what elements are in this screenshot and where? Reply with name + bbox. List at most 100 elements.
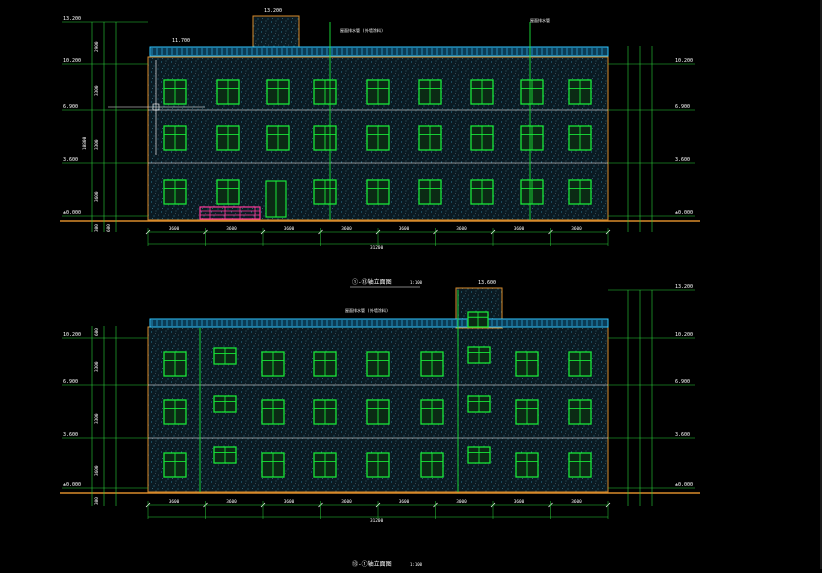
- bottom-left-elev-4: ±0.000: [63, 482, 81, 488]
- window: [418, 79, 442, 105]
- bottom-right-elev-4: 3.600: [675, 432, 690, 438]
- window: [568, 452, 592, 478]
- window: [216, 125, 240, 151]
- bottom-right-elev-1: 13.200: [675, 284, 693, 290]
- dim-value: 3000: [456, 499, 467, 505]
- window: [216, 179, 240, 205]
- top-dim-600: 600: [106, 224, 112, 232]
- window: [313, 351, 337, 377]
- dim-value: 3600: [571, 499, 582, 505]
- top-windows: [163, 79, 592, 205]
- dim-value: 3600: [571, 226, 582, 232]
- window: [568, 179, 592, 205]
- window: [568, 351, 592, 377]
- top-dim-300: 300: [94, 224, 100, 232]
- top-right-elev-3: 3.600: [675, 157, 690, 163]
- window: [470, 79, 494, 105]
- top-dim-3600: 3600: [94, 191, 100, 202]
- window: [420, 452, 444, 478]
- bottom-right-elev-3: 6.900: [675, 379, 690, 385]
- top-dim-3300b: 3300: [94, 139, 100, 150]
- stair-window: [467, 311, 489, 328]
- window: [216, 79, 240, 105]
- bottom-stair-level-label: 13.600: [478, 280, 496, 286]
- top-ramp-railing: [199, 206, 261, 220]
- window: [515, 452, 539, 478]
- window: [313, 179, 337, 205]
- top-left-elev-4: 3.600: [63, 157, 78, 163]
- bottom-view-scale: 1:100: [410, 562, 423, 567]
- window: [366, 452, 390, 478]
- stair-window: [213, 446, 237, 464]
- top-dim-10800: 10800: [82, 136, 88, 150]
- window: [515, 351, 539, 377]
- top-note-1: 屋面排水管 (外墙涂料): [340, 27, 383, 33]
- window: [420, 399, 444, 425]
- stair-window: [467, 395, 491, 413]
- window: [366, 79, 390, 105]
- top-left-elev-5: ±0.000: [63, 210, 81, 216]
- bottom-dim-600: 600: [94, 328, 100, 336]
- dim-value: 3600: [226, 226, 237, 232]
- top-left-dim-text: 2900 3300 10800 3300 3600 300 600: [82, 41, 112, 232]
- window: [163, 79, 187, 105]
- window: [366, 125, 390, 151]
- window: [568, 399, 592, 425]
- window: [366, 399, 390, 425]
- window: [163, 351, 187, 377]
- top-bottom-dimension-chain: 3600 3600 3600 3600 3600 3600 3600 3600: [145, 226, 611, 246]
- dim-value: 3600: [399, 226, 410, 232]
- window: [163, 179, 187, 205]
- bottom-view-title: ⑬-①轴立面图: [352, 560, 392, 568]
- top-right-level-markers: 10.200 6.900 3.600 ±0.000: [608, 46, 695, 232]
- window: [568, 79, 592, 105]
- stair-window: [467, 446, 491, 464]
- top-view-title: ①-⑬轴立面图: [352, 278, 392, 286]
- dim-value: 3600: [226, 499, 237, 505]
- dim-value: 3600: [341, 226, 352, 232]
- bottom-dim-3300a: 3300: [94, 361, 100, 372]
- stair-window: [213, 395, 237, 413]
- bottom-right-elev-5: ±0.000: [675, 482, 693, 488]
- dim-value: 3600: [514, 226, 525, 232]
- stair-window: [213, 347, 237, 365]
- window: [515, 399, 539, 425]
- window: [420, 351, 444, 377]
- dim-value: 3600: [169, 226, 180, 232]
- window: [261, 399, 285, 425]
- dim-value: 3600: [514, 499, 525, 505]
- dim-value: 3600: [399, 499, 410, 505]
- top-left-level-markers: 13.200 10.200 6.900 3.600 ±0.000: [62, 16, 148, 232]
- bottom-left-elev-2: 6.900: [63, 379, 78, 385]
- bottom-right-level-markers: 13.200 10.200 6.900 3.600 ±0.000: [608, 284, 695, 506]
- bottom-parapet-railing: [151, 320, 603, 326]
- window: [163, 452, 187, 478]
- bottom-left-elev-1: 10.200: [63, 332, 81, 338]
- top-parapet-level-label: 11.700: [172, 38, 190, 44]
- bottom-dim-3300b: 3300: [94, 413, 100, 424]
- top-dim-2900: 2900: [94, 41, 100, 52]
- top-elevation: 13.200 10.200 6.900 3.600 ±0.000 2900 33…: [60, 8, 700, 288]
- window: [266, 79, 290, 105]
- bottom-dim-3600: 3600: [94, 465, 100, 476]
- window: [520, 125, 544, 151]
- bottom-left-elev-3: 3.600: [63, 432, 78, 438]
- top-stair-level-label: 13.200: [264, 8, 282, 14]
- dim-value: 3600: [284, 226, 295, 232]
- bottom-windows: [163, 311, 592, 478]
- top-left-elev-2: 10.200: [63, 58, 81, 64]
- top-right-elev-1: 10.200: [675, 58, 693, 64]
- bottom-right-elev-2: 10.200: [675, 332, 693, 338]
- window: [261, 452, 285, 478]
- dim-value: 3600: [456, 226, 467, 232]
- top-view-scale: 1:100: [410, 280, 423, 285]
- dim-value: 3600: [284, 499, 295, 505]
- bottom-parapet: [149, 318, 609, 328]
- top-parapet-railing: [151, 48, 603, 55]
- window: [313, 125, 337, 151]
- window: [470, 125, 494, 151]
- top-left-elev-1: 13.200: [63, 16, 81, 22]
- bottom-total-dim: 31200: [370, 518, 384, 524]
